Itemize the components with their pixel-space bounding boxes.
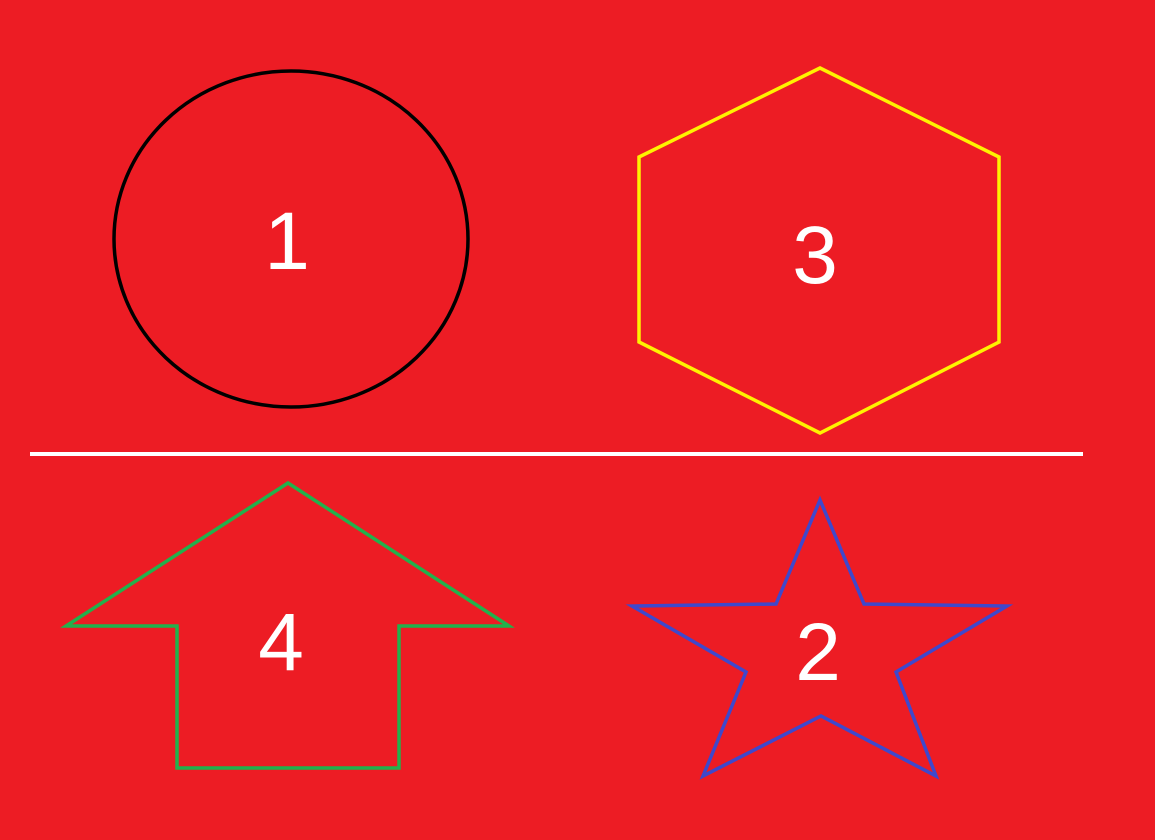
shape-label-circle: 1 xyxy=(264,196,310,287)
shape-label-up-arrow: 4 xyxy=(258,597,304,688)
shape-up-arrow: 4 xyxy=(60,480,515,770)
shape-star: 2 xyxy=(625,495,1014,780)
shape-hexagon: 3 xyxy=(637,66,1001,435)
shape-circle: 1 xyxy=(112,69,470,409)
shape-label-hexagon: 3 xyxy=(792,210,838,301)
star-icon xyxy=(625,495,1014,780)
circle-icon xyxy=(112,69,470,409)
hexagon-icon xyxy=(637,66,1001,435)
up-arrow-icon xyxy=(60,480,515,770)
shape-label-star: 2 xyxy=(795,607,841,698)
